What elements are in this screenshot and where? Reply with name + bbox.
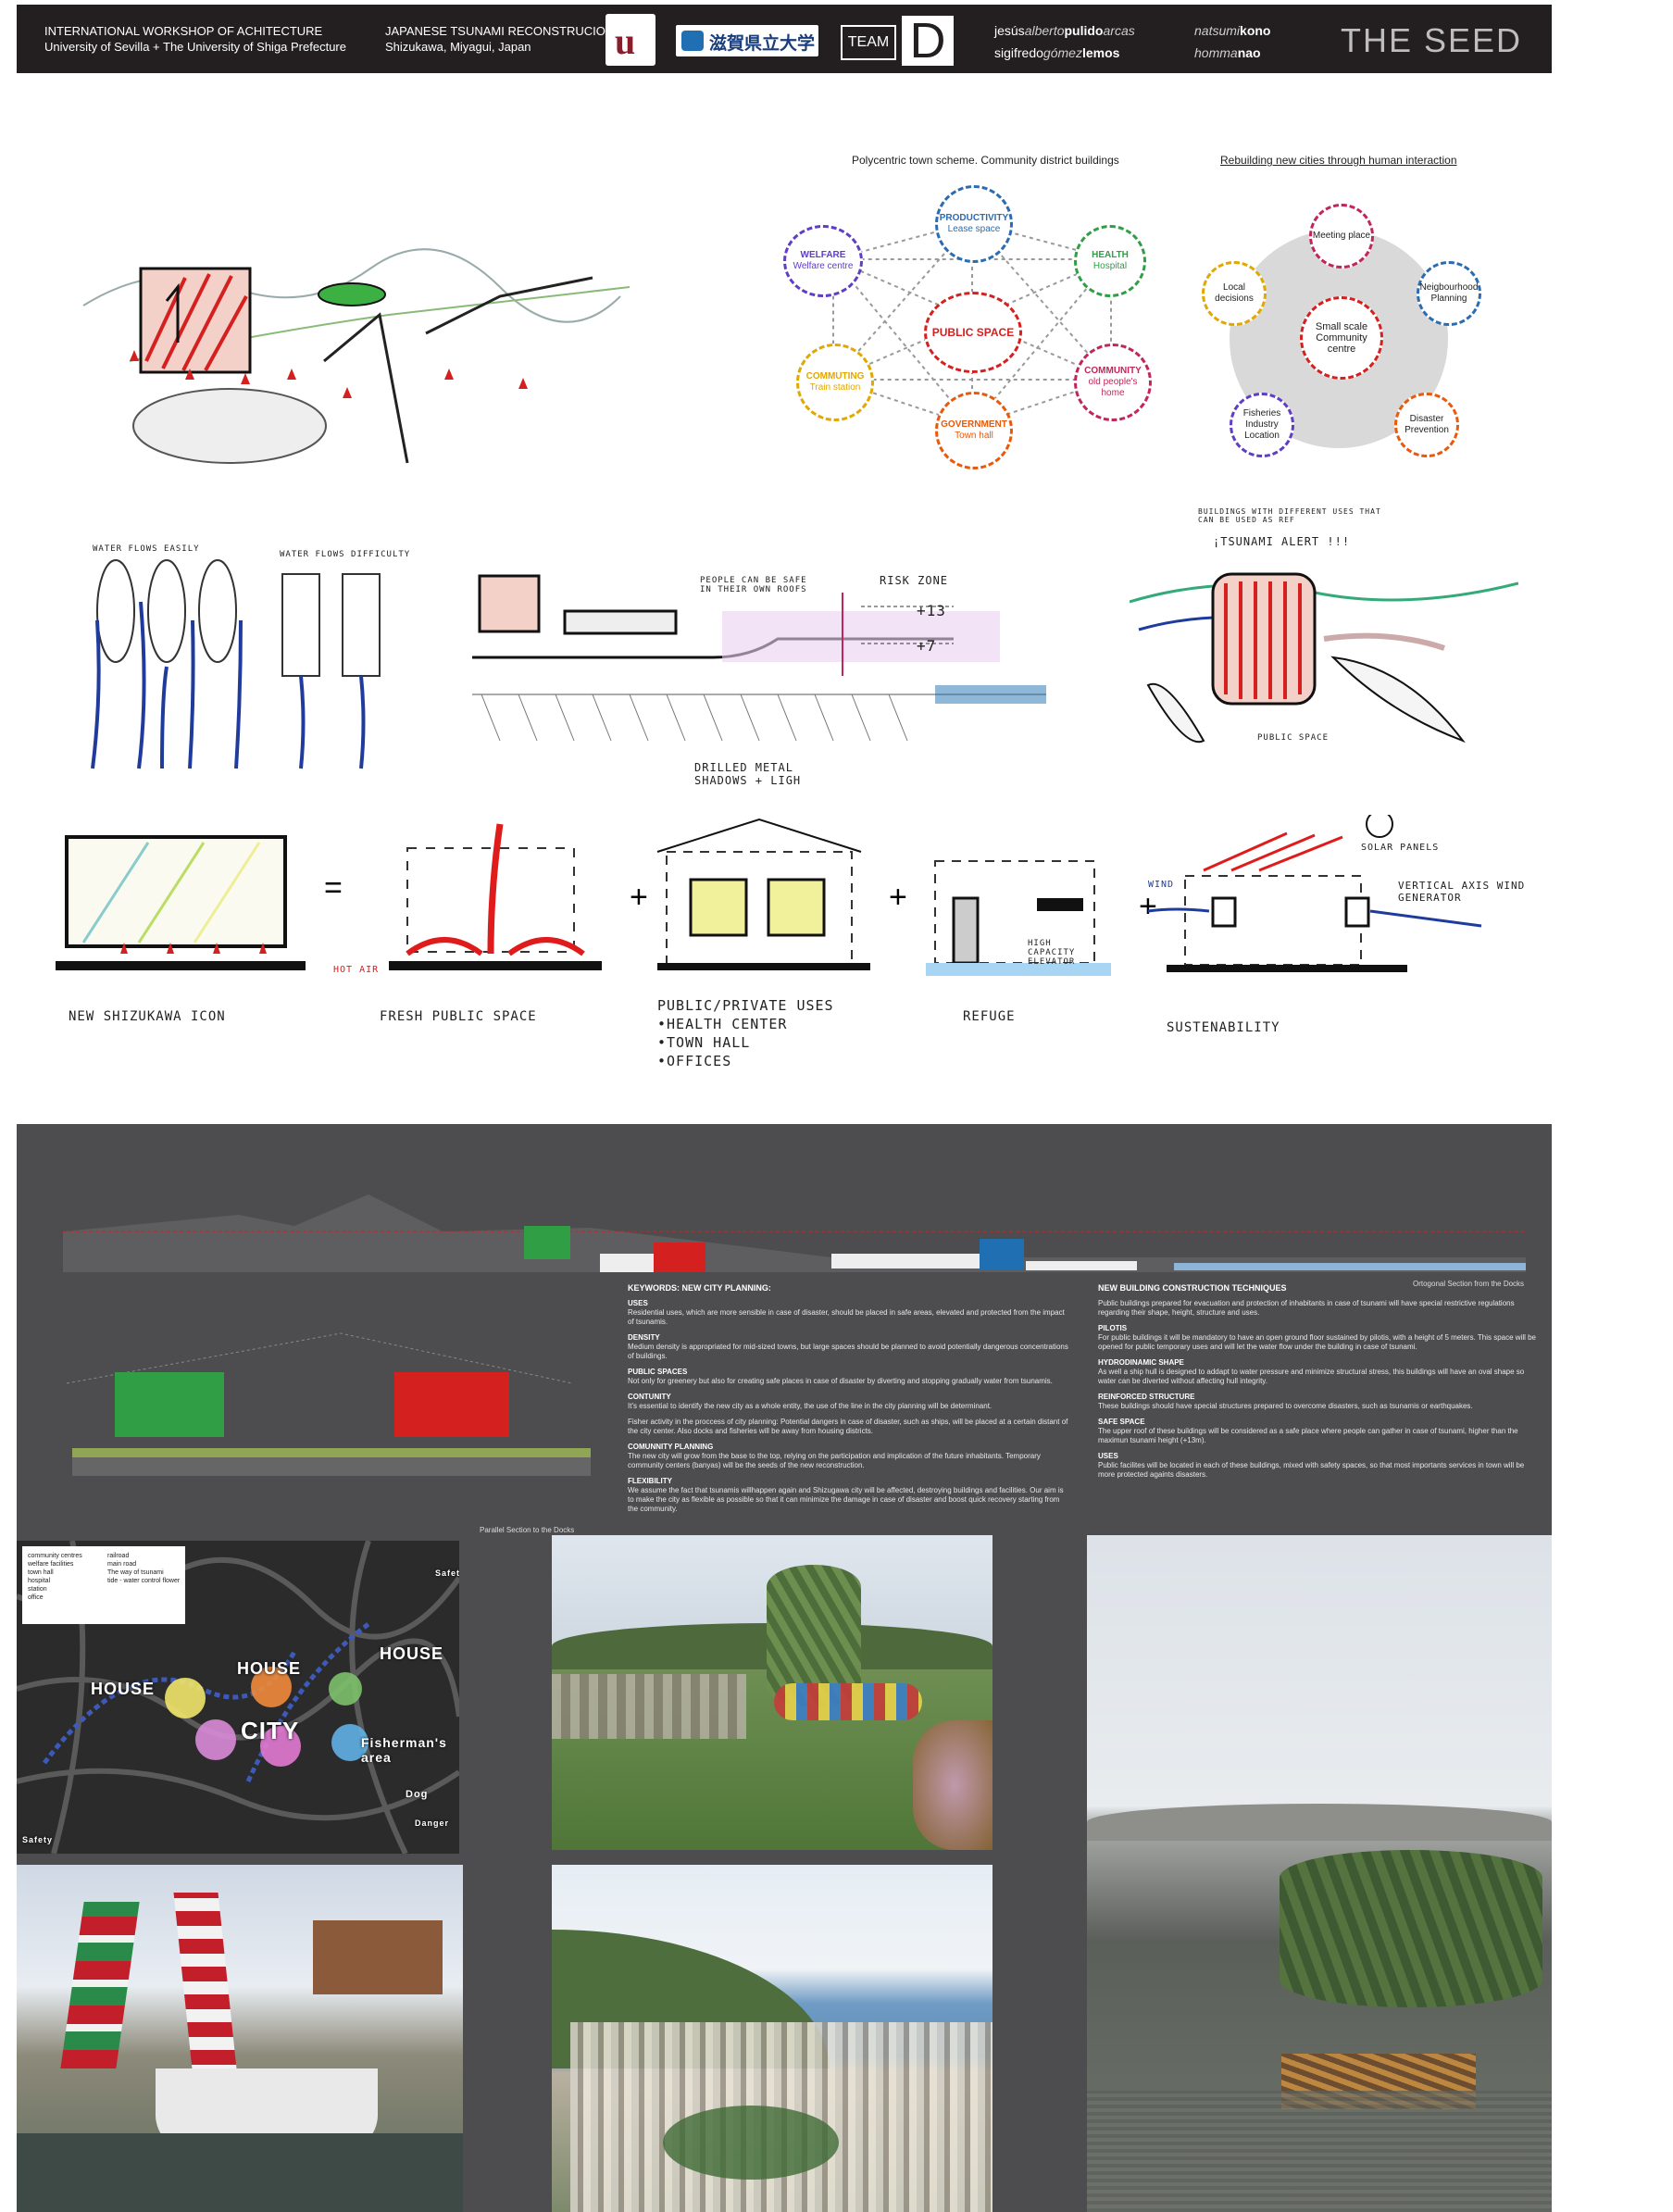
high-capacity-note: HIGH CAPACITY ELEVATOR [1028,939,1076,967]
header-band: INTERNATIONAL WORKSHOP OF ACHITECTURE Un… [17,5,1552,73]
equals-sign: = [324,870,343,906]
local-decisions-node: Local decisions [1202,261,1267,326]
public-space-note: PUBLIC SPACE [1257,733,1330,743]
aerial-sketch [74,222,630,472]
svg-text:+: + [630,880,648,915]
community-centre-node: Small scale Community centre [1300,296,1383,380]
plus7-note: +7 [917,637,937,655]
project-location: Shizukawa, Miyagui, Japan [385,40,531,54]
sustainability-label: SUSTENABILITY [1167,1020,1280,1035]
tsunami-alert-note: ¡TSUNAMI ALERT !!! [1213,535,1351,548]
polycentric-title: Polycentric town scheme. Community distr… [852,154,1119,167]
public-space-node: PUBLIC SPACE [924,292,1022,373]
parallel-section [66,1332,591,1476]
team-letter: D [902,16,954,66]
risk-zone-section-sketch: PEOPLE CAN BE SAFE IN THEIR OWN ROOFS RI… [472,556,1046,750]
water-easy-note: WATER FLOWS EASILY [93,544,200,554]
members-right: natsumikono hommanao [1194,23,1271,60]
construction-column: NEW BUILDING CONSTRUCTION TECHNIQUES Pub… [1098,1283,1542,1480]
map-fisherman: Fisherman's area [361,1735,447,1765]
map-safety-top: Safety [435,1568,459,1578]
refuge-label: REFUGE [963,1009,1016,1024]
members-left: jesúsalbertopulidoarcas sigifredogómezle… [994,23,1135,60]
lower-panel: Ortogonal Section from the Docks Paralle… [17,1124,1552,2212]
svg-text:+: + [889,880,907,915]
svg-text:+: + [1139,889,1157,924]
drilled-metal-note: DRILLED METAL SHADOWS + LIGH [694,761,802,787]
fresh-label: FRESH PUBLIC SPACE [380,1009,537,1024]
shiga-mark-icon [681,31,704,51]
vertical-axis-note: VERTICAL AXIS WIND GENERATOR [1398,880,1526,904]
meeting-place-node: Meeting place [1309,204,1374,269]
team-label: TEAM [841,25,896,60]
fishing-boats-photo [17,1865,463,2212]
green-tower-render [552,1535,993,1850]
people-roofs-note: PEOPLE CAN BE SAFE IN THEIR OWN ROOFS [700,576,807,594]
buildings-note: BUILDINGS WITH DIFFERENT USES THAT CAN B… [1198,507,1381,524]
plus13-note: +13 [917,602,946,619]
concept-strip: = + + + HOT AIR DRILLED METAL SHADOWS + … [56,761,1555,1069]
orthogonal-section [63,1194,1526,1272]
map-house-3: HOUSE [380,1644,444,1663]
map-house-2: HOUSE [237,1659,302,1678]
map-danger: Danger [415,1818,450,1828]
fisheries-node: Fisheries Industry Location [1230,393,1294,457]
disaster-prevention-node: Disaster Prevention [1394,393,1459,457]
header-workshop: INTERNATIONAL WORKSHOP OF ACHITECTURE Un… [44,23,346,55]
project-title: JAPANESE TSUNAMI RECONSTRUCION [385,24,615,38]
hot-air-note: HOT AIR [333,965,380,975]
orthogonal-caption: Ortogonal Section from the Docks [1413,1280,1525,1288]
map-safety-bottom: Safety [22,1835,54,1844]
risk-zone-note: RISK ZONE [880,574,949,587]
map-house-1: HOUSE [91,1680,156,1698]
wind-note: WIND [1148,880,1175,890]
town-view-render [552,1865,993,2212]
water-difficulty-note: WATER FLOWS DIFFICULTY [280,550,411,559]
uses-list: PUBLIC/PRIVATE USES •HEALTH CENTER •TOWN… [657,997,834,1069]
neighbourhood-planning-node: Neigbourhood Planning [1417,261,1481,326]
map-city: CITY [241,1717,300,1744]
parallel-caption: Parallel Section to the Docks [480,1526,575,1534]
icon-label: NEW SHIZUKAWA ICON [69,1009,226,1024]
water-flow-sketch: WATER FLOWS EASILY WATER FLOWS DIFFICULT… [74,537,426,778]
workshop-title: INTERNATIONAL WORKSHOP OF ACHITECTURE [44,24,323,38]
universities: University of Sevilla + The University o… [44,40,346,54]
shiga-logo: 滋賀県立大学 [676,25,818,56]
sevilla-logo: u [606,14,655,66]
poster-title: THE SEED [1341,21,1523,59]
construction-title: NEW BUILDING CONSTRUCTION TECHNIQUES [1098,1283,1287,1293]
solar-panels-note: SOLAR PANELS [1361,843,1440,853]
city-planning-title: KEYWORDS: NEW CITY PLANNING: [628,1283,771,1293]
tsunami-alert-sketch: BUILDINGS WITH DIFFERENT USES THAT CAN B… [1130,500,1518,769]
header-project: JAPANESE TSUNAMI RECONSTRUCION Shizukawa… [385,23,614,55]
map-dog: Dog [406,1789,429,1800]
flood-render [1087,1535,1552,2212]
rebuilding-title: Rebuilding new cities through human inte… [1220,154,1457,167]
